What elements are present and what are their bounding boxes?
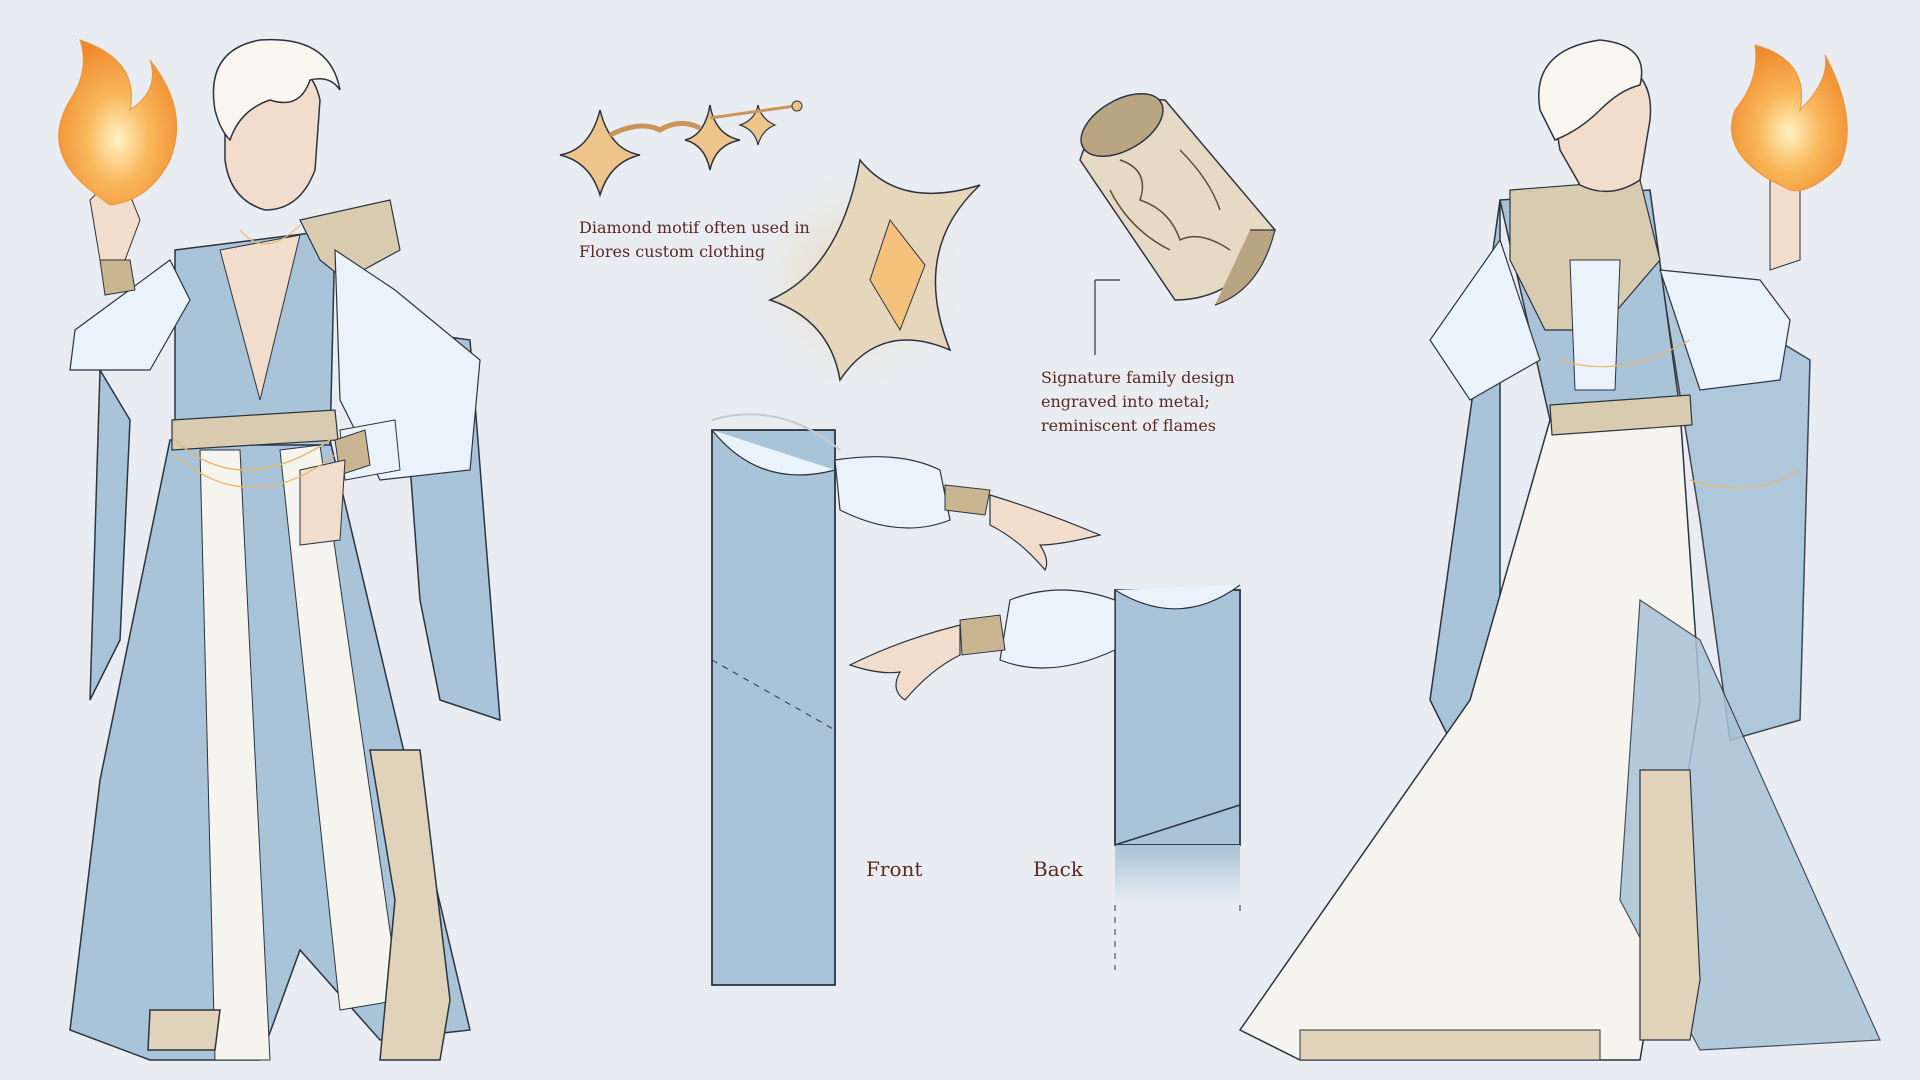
back-view-figure	[1238, 39, 1881, 1061]
family-design-note: Signature family design engraved into me…	[1041, 366, 1235, 438]
diamond-motif-note: Diamond motif often used in Flores custo…	[579, 216, 810, 264]
sleeve-front-diagram	[711, 413, 1102, 986]
family-design-note-line-3: reminiscent of flames	[1041, 416, 1216, 435]
diamond-motif-note-line-2: Flores custom clothing	[579, 242, 766, 261]
family-design-note-line-2: engraved into metal;	[1041, 392, 1210, 411]
diamond-motif-sketch	[745, 158, 981, 390]
front-label: Front	[866, 857, 923, 881]
engraved-cuff-sketch	[1079, 93, 1276, 355]
front-view-figure	[58, 38, 501, 1061]
family-design-note-line-1: Signature family design	[1041, 368, 1235, 387]
diamond-pin-sketch	[559, 100, 803, 198]
back-label: Back	[1033, 857, 1083, 881]
diamond-motif-note-line-1: Diamond motif often used in	[579, 218, 810, 237]
sleeve-back-diagram	[848, 584, 1241, 970]
